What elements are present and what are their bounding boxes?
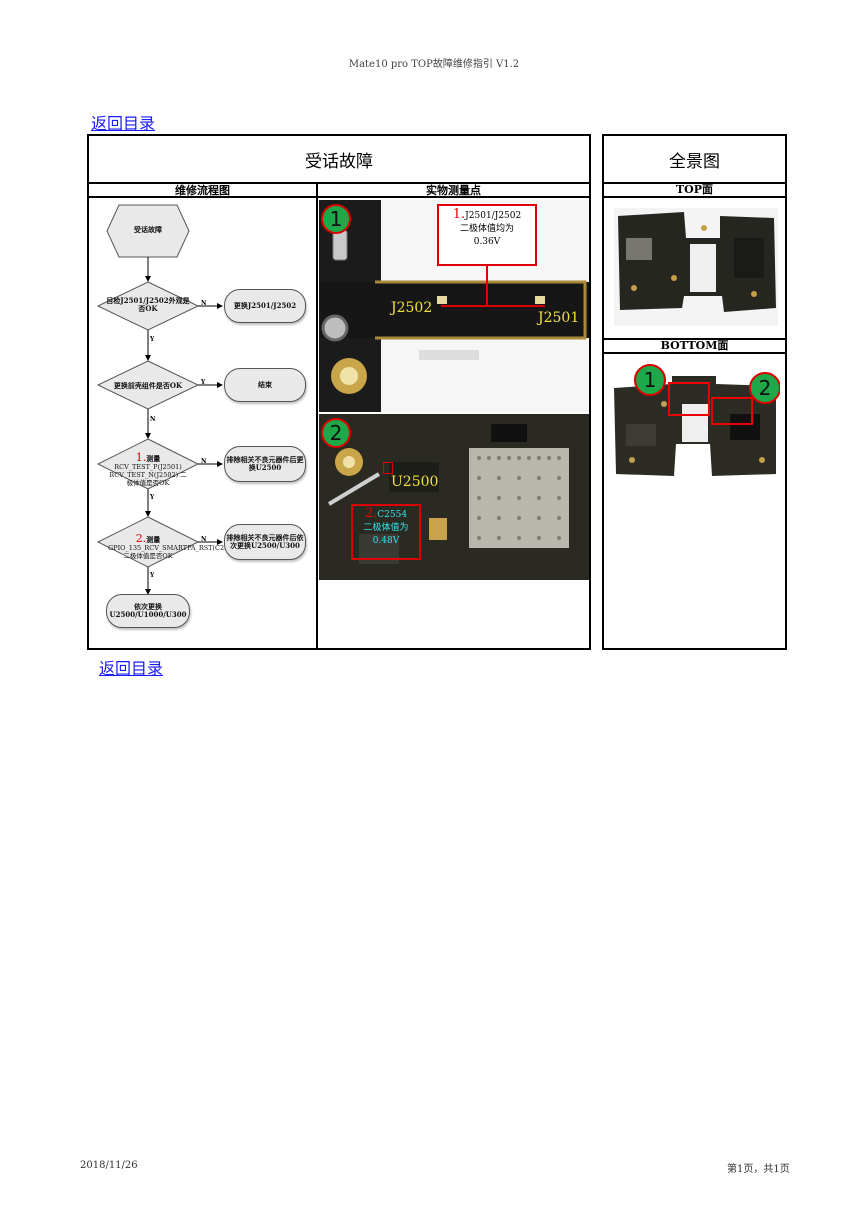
column-header-row: 维修流程图 实物测量点: [89, 182, 589, 198]
back-to-toc-link-top[interactable]: 返回目录: [91, 114, 156, 133]
photo-1-callout-ref: J2501/J2502: [465, 211, 522, 221]
photo-1-label-j2501: J2501: [538, 310, 580, 326]
main-title: 受话故障: [305, 151, 373, 172]
photo-1-callout-line3: 0.36V: [473, 237, 501, 247]
flow-action-replace-u2500-u300: 排除相关不良元器件后依次更换U2500/U300: [224, 524, 306, 560]
flow-decision-1-label: 目检J2501/J2502外观是否OK: [106, 296, 190, 313]
flow-action-replace-connector: 更换J2501/J2502: [224, 289, 306, 323]
flow-decision-2-label: 更换前壳组件是否OK: [113, 381, 183, 390]
bottom-board-art: [614, 376, 776, 476]
photo-2-callout-number: 2.: [364, 506, 378, 521]
label-y-3: Y: [150, 494, 155, 501]
bottom-marker-2: 2: [749, 372, 780, 404]
column-divider: [316, 182, 318, 650]
main-table: 受话故障 维修流程图 实物测量点 受话故障 目检J2501/J2502外观是否O…: [87, 134, 591, 650]
top-board-art: [614, 208, 778, 326]
footer-date: 2018/11/26: [80, 1160, 138, 1171]
photo-1-callout-number: 1.: [452, 207, 466, 222]
col-measure-label: 实物测量点: [426, 184, 481, 197]
step-1-number: 1.: [135, 450, 147, 464]
flowchart-connectors: [96, 204, 223, 595]
step-2-number: 2.: [135, 531, 147, 545]
photo-1-callout: 1.J2501/J2502 二极体值均为 0.36V: [437, 204, 537, 266]
bottom-side-label: BOTTOM面: [604, 338, 785, 354]
photo-1-marker: 1: [321, 204, 351, 234]
label-n-1: N: [201, 300, 207, 307]
step-2-body: GPIO_135_RCV_SMARTPA_RST(C2554) 二极体值是否OK: [108, 543, 240, 560]
photo-1-callout-lines: [441, 266, 545, 307]
document-header-title: Mate10 pro TOP故障维修指引 V1.2: [348, 59, 520, 70]
measure-photo-1: 1 1.J2501/J2502 二极体值均为 0.36V J2502 J2501: [319, 200, 589, 412]
photo-2-callout-ref: C2554: [377, 510, 408, 520]
flow-start-label: 受话故障: [134, 225, 162, 234]
step-1-body: RCV_TEST_P(J2501) RCV_TEST_N(J2502) 二极体值…: [109, 462, 187, 487]
label-y-2: Y: [201, 379, 206, 386]
photo-1-label-j2502: J2502: [391, 300, 433, 316]
overview-title: 全景图: [669, 151, 720, 172]
top-side-board-photo: [614, 208, 778, 326]
flow-decision-4-label: 2.测量 GPIO_135_RCV_SMARTPA_RST(C2554) 二极体…: [93, 524, 240, 570]
photo-2-label-u2500: U2500: [391, 474, 439, 490]
label-y-1: Y: [150, 336, 155, 343]
flow-decision-3-label: 1.测量 RCV_TEST_P(J2501) RCV_TEST_N(J2502)…: [95, 448, 201, 492]
flow-final-action: 依次更换 U2500/U1000/U300: [106, 594, 190, 628]
flow-action-end: 结束: [224, 368, 306, 402]
label-n-2: N: [150, 416, 156, 423]
label-y-4: Y: [150, 572, 155, 579]
photo-2-chip-outline: [383, 462, 393, 474]
photo-2-callout-line2: 二极体值为: [363, 523, 409, 533]
photo-2-callout: 2.C2554 二极体值为 0.48V: [351, 504, 421, 560]
col-flow-label: 维修流程图: [175, 184, 230, 197]
footer-page-number: 第1页，共1页: [727, 1164, 790, 1175]
label-n-4: N: [201, 536, 207, 543]
step-2-title: 测量: [146, 534, 161, 544]
label-n-3: N: [201, 458, 207, 465]
start-hexagon: [106, 204, 190, 258]
back-to-toc-link-bottom[interactable]: 返回目录: [99, 659, 164, 678]
photo-1-callout-line2: 二极体值均为: [459, 224, 514, 234]
bottom-marker-1: 1: [634, 364, 666, 396]
measure-photo-2: 2 U2500 2.C2554 二极体值为 0.48V: [319, 414, 589, 580]
pcb-photo-2-art: [319, 414, 589, 580]
step-1-title: 测量: [146, 453, 161, 463]
flow-action-replace-u2500: 排除相关不良元器件后更换U2500: [224, 446, 306, 482]
top-side-label: TOP面: [604, 182, 785, 198]
bottom-side-board-photo: 1 2: [612, 364, 780, 482]
photo-2-marker: 2: [321, 418, 351, 448]
overview-table: 全景图 TOP面 BOTTOM面 1 2: [602, 134, 787, 650]
photo-2-callout-line3: 0.48V: [372, 536, 400, 546]
